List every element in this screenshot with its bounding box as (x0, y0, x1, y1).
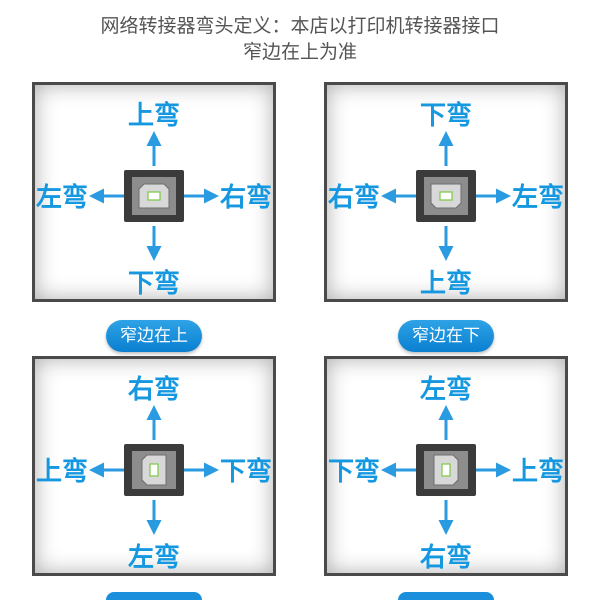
label-bottom: 右弯 (420, 542, 472, 573)
label-bottom: 下弯 (128, 268, 180, 299)
caption-pill-4 (398, 592, 494, 600)
label-top: 右弯 (128, 374, 180, 405)
label-right: 上弯 (512, 456, 564, 487)
usb-b-port-icon (416, 170, 476, 222)
label-right: 右弯 (220, 182, 272, 213)
label-left: 上弯 (36, 456, 88, 487)
label-bottom: 上弯 (420, 268, 472, 299)
usb-b-port-icon (124, 170, 184, 222)
label-top: 左弯 (420, 374, 472, 405)
caption-pill-1: 窄边在上 (106, 320, 202, 352)
label-right: 左弯 (512, 182, 564, 213)
label-left: 左弯 (36, 182, 88, 213)
caption-pill-2: 窄边在下 (398, 320, 494, 352)
label-left: 右弯 (328, 182, 380, 213)
caption-pill-3 (106, 592, 202, 600)
label-top: 上弯 (128, 100, 180, 131)
header-line-1: 网络转接器弯头定义：本店以打印机转接器接口 (100, 15, 500, 37)
label-right: 下弯 (220, 456, 272, 487)
label-left: 下弯 (328, 456, 380, 487)
usb-b-port-icon (124, 444, 184, 496)
label-top: 下弯 (420, 100, 472, 131)
label-bottom: 左弯 (128, 542, 180, 573)
header-line-2: 窄边在上为准 (242, 41, 357, 63)
usb-b-port-icon (416, 444, 476, 496)
